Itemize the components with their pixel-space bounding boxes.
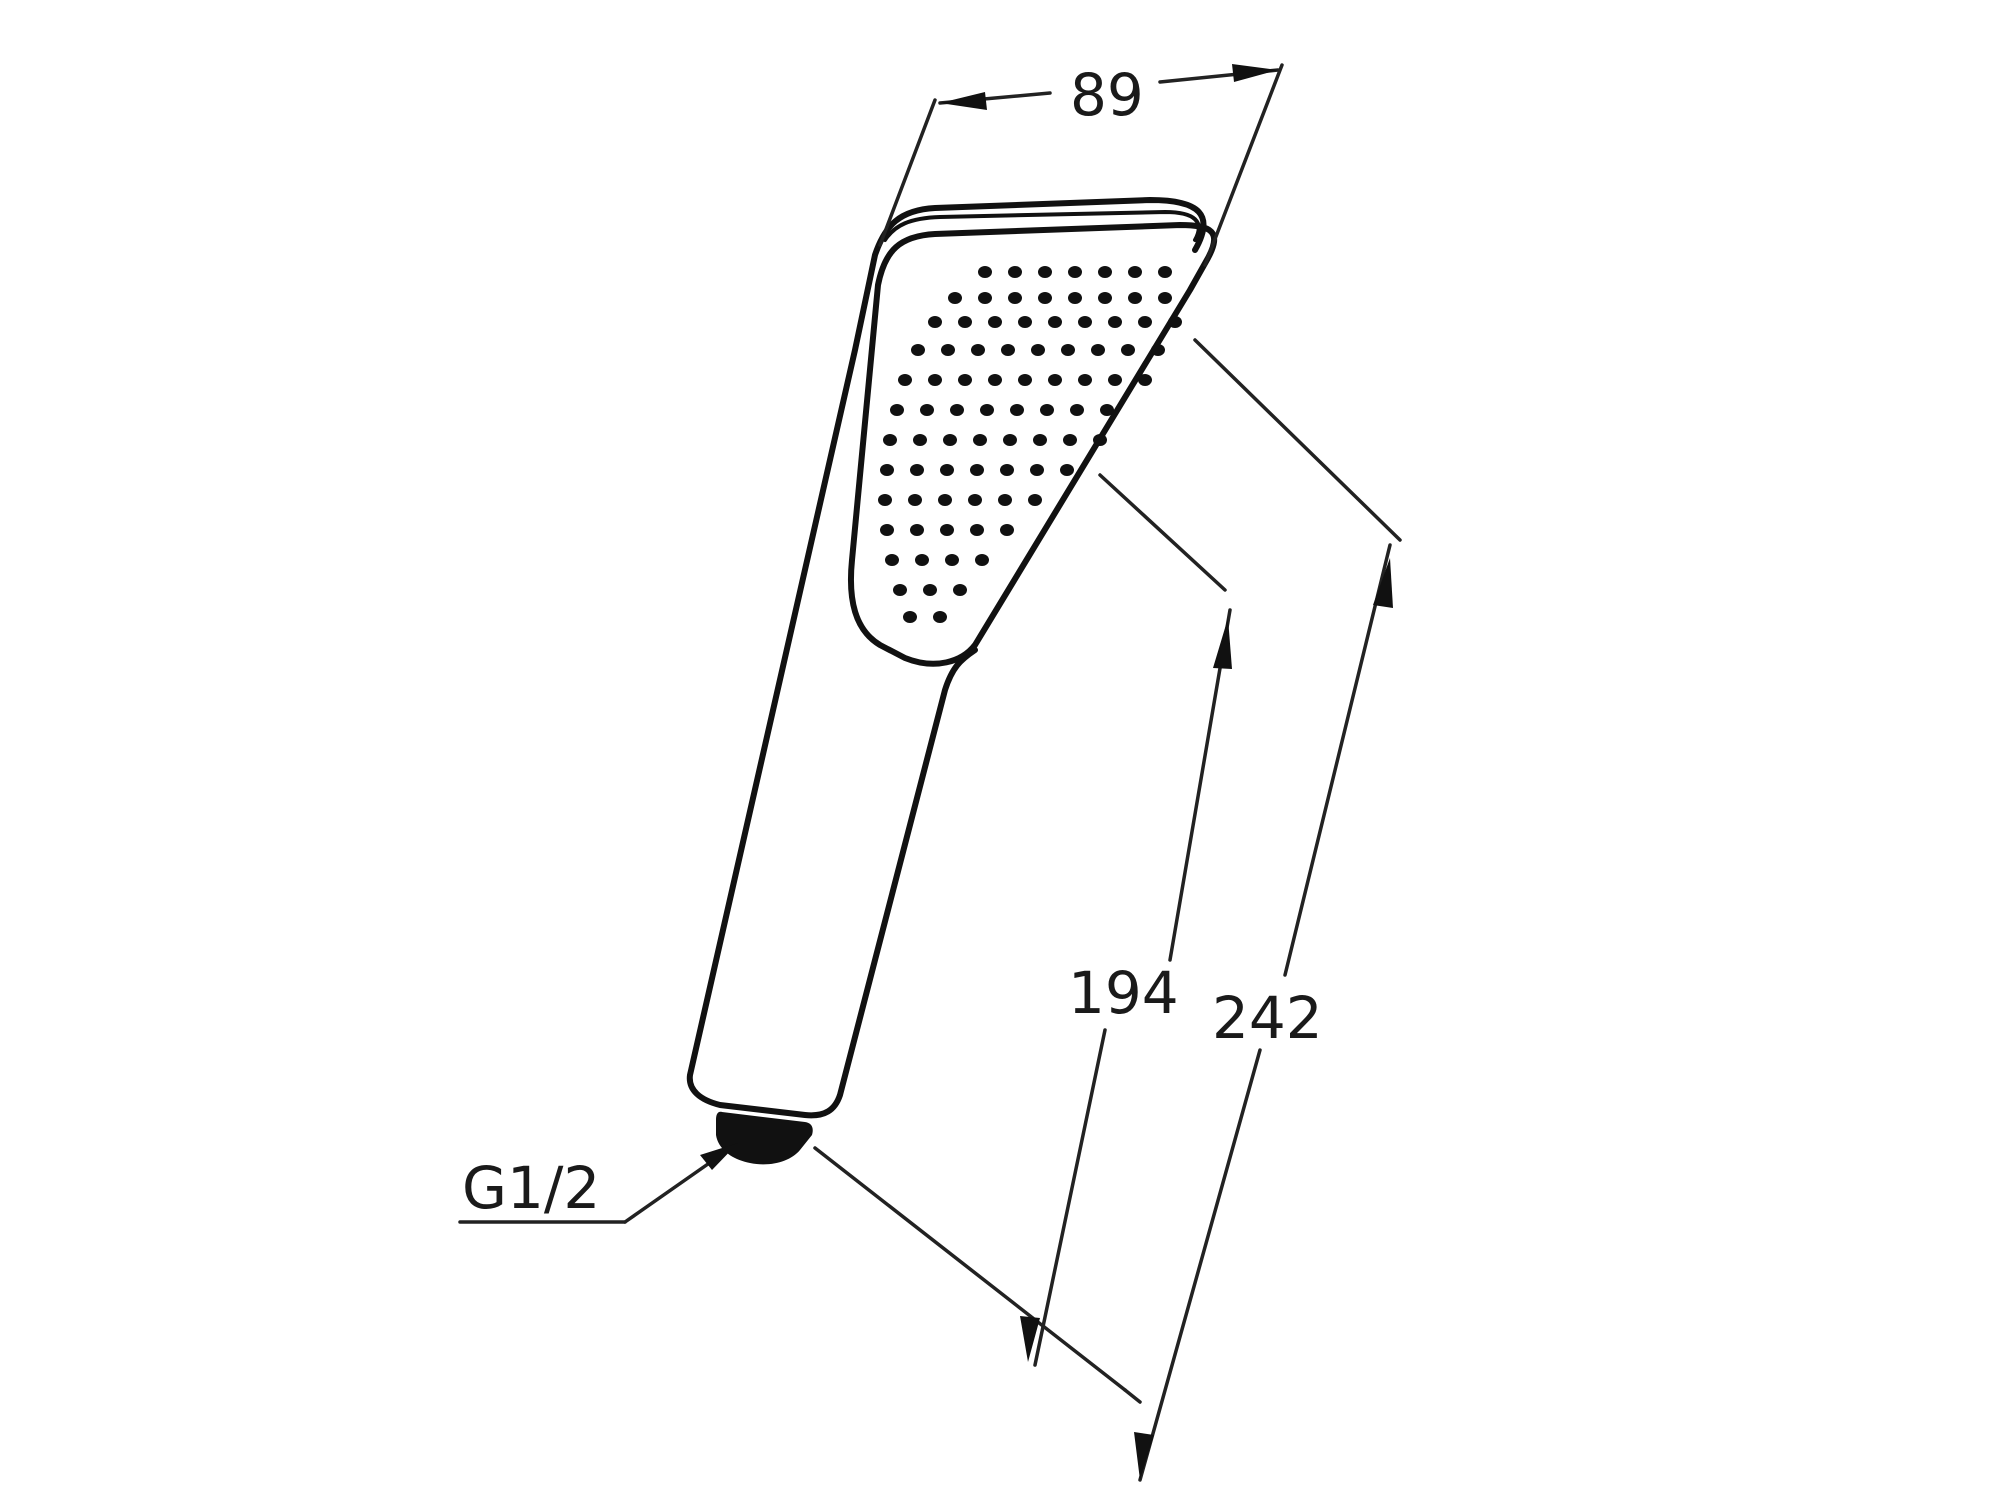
spray-nozzle (928, 316, 942, 328)
spray-nozzle (928, 374, 942, 386)
spray-nozzle (971, 344, 985, 356)
spray-nozzle (911, 344, 925, 356)
spray-nozzle (878, 494, 892, 506)
spray-nozzle (885, 554, 899, 566)
spray-nozzle (953, 584, 967, 596)
spray-nozzle (883, 434, 897, 446)
spray-nozzle (890, 404, 904, 416)
thread-label: G1/2 (462, 1154, 600, 1222)
spray-nozzle (893, 584, 907, 596)
spray-nozzle (1008, 266, 1022, 278)
spray-nozzle (910, 524, 924, 536)
spray-nozzle (1078, 316, 1092, 328)
spray-nozzle (1010, 404, 1024, 416)
spray-nozzle (973, 434, 987, 446)
spray-nozzle (940, 464, 954, 476)
spray-nozzle (1100, 404, 1114, 416)
spray-nozzle (1158, 266, 1172, 278)
spray-nozzle (978, 266, 992, 278)
spray-nozzle (1063, 434, 1077, 446)
spray-nozzle (970, 524, 984, 536)
shower-head-body (686, 197, 1218, 1165)
spray-nozzle (998, 494, 1012, 506)
spray-nozzle (903, 611, 917, 623)
spray-nozzle (958, 316, 972, 328)
spray-nozzle (958, 374, 972, 386)
spray-nozzle (915, 554, 929, 566)
spray-nozzle (1038, 266, 1052, 278)
spray-nozzle (910, 464, 924, 476)
spray-nozzle (1078, 374, 1092, 386)
spray-nozzle (1008, 292, 1022, 304)
spray-nozzle (933, 611, 947, 623)
spray-nozzle (1048, 374, 1062, 386)
spray-nozzle (940, 524, 954, 536)
spray-nozzle (978, 292, 992, 304)
spray-nozzle (1093, 434, 1107, 446)
spray-nozzle (938, 494, 952, 506)
spray-nozzle (1040, 404, 1054, 416)
spray-nozzle (1061, 344, 1075, 356)
spray-nozzle (970, 464, 984, 476)
spray-nozzle (1098, 292, 1112, 304)
spray-nozzle (1128, 292, 1142, 304)
spray-nozzle (968, 494, 982, 506)
spray-nozzle (941, 344, 955, 356)
spray-nozzle (1028, 494, 1042, 506)
spray-nozzle (898, 374, 912, 386)
spray-nozzle (1091, 344, 1105, 356)
spray-nozzle (1033, 434, 1047, 446)
connector-nut (716, 1111, 813, 1165)
spray-nozzle (1128, 266, 1142, 278)
spray-nozzle (913, 434, 927, 446)
spray-nozzle (1138, 316, 1152, 328)
spray-nozzle (1018, 374, 1032, 386)
spray-nozzle (908, 494, 922, 506)
spray-nozzle (1030, 464, 1044, 476)
dimension-overall-length-label: 242 (1212, 984, 1323, 1052)
spray-nozzle (1001, 344, 1015, 356)
spray-nozzle (1068, 266, 1082, 278)
spray-nozzle (1018, 316, 1032, 328)
spray-nozzle (950, 404, 964, 416)
spray-nozzle (1121, 344, 1135, 356)
dimension-overall-length: 242 (1123, 338, 1402, 1482)
spray-nozzle (945, 554, 959, 566)
spray-nozzle (988, 374, 1002, 386)
spray-nozzle (1158, 292, 1172, 304)
spray-nozzle (880, 524, 894, 536)
spray-nozzle (980, 404, 994, 416)
spray-nozzle (880, 464, 894, 476)
spray-nozzle (1000, 464, 1014, 476)
thread-callout: G1/2 (458, 1143, 738, 1224)
spray-nozzle (948, 292, 962, 304)
spray-nozzle (1151, 344, 1165, 356)
spray-nozzle (1168, 316, 1182, 328)
spray-nozzle (943, 434, 957, 446)
spray-nozzle (1138, 374, 1152, 386)
dimension-width: 89 (878, 61, 1284, 267)
spray-nozzle (1003, 434, 1017, 446)
spray-nozzles (878, 266, 1182, 623)
spray-nozzle (1068, 292, 1082, 304)
dimension-face-length-label: 194 (1068, 959, 1179, 1027)
housing-outline (686, 197, 1207, 1119)
spray-nozzle (1000, 524, 1014, 536)
dimension-face-length: 194 (813, 473, 1232, 1392)
spray-nozzle (1108, 374, 1122, 386)
spray-nozzle (1031, 344, 1045, 356)
spray-nozzle (1108, 316, 1122, 328)
spray-face (847, 222, 1218, 667)
spray-nozzle (1038, 292, 1052, 304)
spray-nozzle (975, 554, 989, 566)
spray-nozzle (988, 316, 1002, 328)
dimension-width-label: 89 (1070, 61, 1144, 129)
spray-nozzle (923, 584, 937, 596)
spray-nozzle (1070, 404, 1084, 416)
spray-nozzle (1048, 316, 1062, 328)
spray-nozzle (1098, 266, 1112, 278)
spray-nozzle (1060, 464, 1074, 476)
spray-nozzle (920, 404, 934, 416)
